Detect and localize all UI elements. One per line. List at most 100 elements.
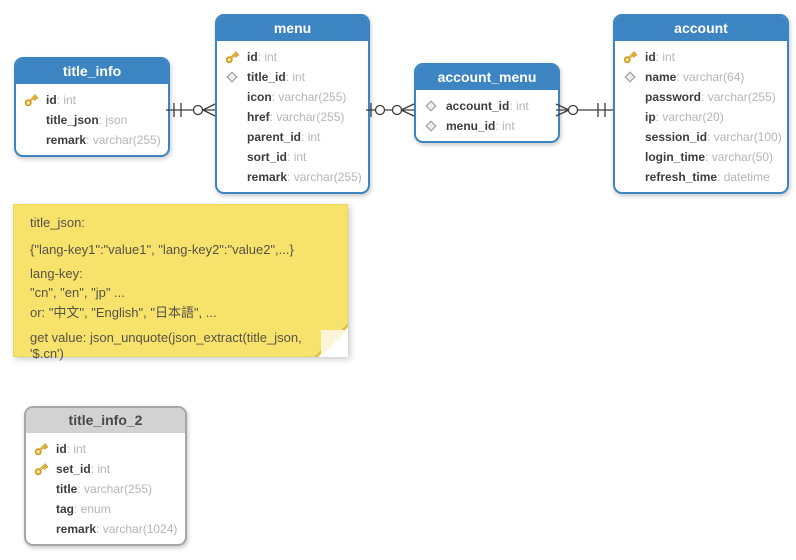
- field-name: remark: [46, 133, 87, 147]
- no-icon: [23, 112, 39, 128]
- field-name: tag: [56, 502, 74, 516]
- sticky-note-text: title_json: {"lang-key1":"value1", "lang…: [14, 205, 347, 362]
- field-name: href: [247, 110, 270, 124]
- field-name: password: [645, 90, 702, 104]
- table-menu-header[interactable]: menu: [217, 16, 368, 43]
- field-name: remark: [247, 170, 288, 184]
- field-name: session_id: [645, 130, 708, 144]
- field-name: login_time: [645, 150, 706, 164]
- table-row[interactable]: remarkvarchar(255): [217, 167, 368, 187]
- no-icon: [33, 481, 49, 497]
- table-row[interactable]: ipvarchar(20): [615, 107, 787, 127]
- note-line: get value: json_unquote(json_extract(tit…: [30, 330, 302, 361]
- table-row[interactable]: remarkvarchar(1024): [26, 519, 185, 539]
- table-row[interactable]: login_timevarchar(50): [615, 147, 787, 167]
- no-icon: [224, 109, 240, 125]
- table-row[interactable]: idint: [26, 439, 185, 459]
- field-name: icon: [247, 90, 272, 104]
- table-row[interactable]: sort_idint: [217, 147, 368, 167]
- field-name: menu_id: [446, 119, 496, 133]
- field-name: parent_id: [247, 130, 302, 144]
- table-menu-body: idint title_idint iconvarchar(255) hrefv…: [217, 43, 368, 192]
- table-row[interactable]: titlevarchar(255): [26, 479, 185, 499]
- field-type: int: [286, 70, 305, 84]
- field-name: id: [247, 50, 258, 64]
- field-name: title_json: [46, 113, 99, 127]
- table-title_info[interactable]: title_info idint title_jsonjson remarkva…: [14, 57, 170, 157]
- table-row[interactable]: account_idint: [416, 96, 558, 116]
- table-row[interactable]: session_idvarchar(100): [615, 127, 787, 147]
- table-row[interactable]: refresh_timedatetime: [615, 167, 787, 187]
- table-row[interactable]: hrefvarchar(255): [217, 107, 368, 127]
- table-account_menu-body: account_idint menu_idint: [416, 92, 558, 141]
- table-title_info_2-header[interactable]: title_info_2: [26, 408, 185, 435]
- no-icon: [622, 149, 638, 165]
- foreign-key-icon: [622, 69, 638, 85]
- no-icon: [622, 109, 638, 125]
- relationship-menu-account_menu[interactable]: [366, 103, 415, 117]
- table-title_info_2[interactable]: title_info_2 idint set_idint titlevarcha…: [24, 406, 187, 546]
- field-name: id: [56, 442, 67, 456]
- no-icon: [622, 169, 638, 185]
- no-icon: [224, 89, 240, 105]
- table-row[interactable]: title_idint: [217, 67, 368, 87]
- field-type: varchar(255): [272, 90, 346, 104]
- no-icon: [33, 521, 49, 537]
- field-name: account_id: [446, 99, 510, 113]
- field-type: datetime: [717, 170, 770, 184]
- table-row[interactable]: idint: [16, 90, 168, 110]
- field-type: int: [509, 99, 529, 113]
- primary-key-icon: [622, 49, 638, 65]
- field-type: json: [99, 113, 127, 127]
- field-name: id: [46, 93, 57, 107]
- relationship-account_menu-account[interactable]: [555, 103, 613, 117]
- foreign-key-icon: [423, 98, 439, 114]
- foreign-key-icon: [423, 118, 439, 134]
- table-row[interactable]: idint: [217, 47, 368, 67]
- note-line: title_json:: [30, 215, 85, 230]
- field-type: enum: [74, 502, 111, 516]
- table-row[interactable]: tagenum: [26, 499, 185, 519]
- table-row[interactable]: idint: [615, 47, 787, 67]
- field-name: title_id: [247, 70, 286, 84]
- field-type: varchar(64): [676, 70, 744, 84]
- table-account_menu-header[interactable]: account_menu: [416, 65, 558, 92]
- field-name: set_id: [56, 462, 91, 476]
- table-row[interactable]: namevarchar(64): [615, 67, 787, 87]
- field-type: int: [287, 150, 307, 164]
- field-type: varchar(255): [77, 482, 152, 496]
- note-line: lang-key:: [30, 266, 83, 281]
- primary-key-icon: [224, 49, 240, 65]
- field-type: varchar(255): [287, 170, 362, 184]
- field-type: varchar(255): [270, 110, 344, 124]
- table-row[interactable]: parent_idint: [217, 127, 368, 147]
- table-row[interactable]: set_idint: [26, 459, 185, 479]
- table-row[interactable]: passwordvarchar(255): [615, 87, 787, 107]
- field-name: refresh_time: [645, 170, 718, 184]
- field-type: int: [495, 119, 515, 133]
- no-icon: [224, 149, 240, 165]
- field-name: sort_id: [247, 150, 288, 164]
- no-icon: [622, 89, 638, 105]
- table-title_info-body: idint title_jsonjson remarkvarchar(255): [16, 86, 168, 155]
- note-line: or: "中文", "English", "日本語", ...: [30, 305, 217, 320]
- relationship-title_info-menu[interactable]: [166, 103, 216, 117]
- primary-key-icon: [23, 92, 39, 108]
- table-title_info-header[interactable]: title_info: [16, 59, 168, 86]
- field-type: varchar(1024): [96, 522, 178, 536]
- table-menu[interactable]: menu idint title_idint iconvarchar(255) …: [215, 14, 370, 194]
- field-type: int: [258, 50, 277, 64]
- no-icon: [33, 501, 49, 517]
- table-row[interactable]: remarkvarchar(255): [16, 130, 168, 150]
- sticky-note[interactable]: title_json: {"lang-key1":"value1", "lang…: [13, 204, 348, 361]
- table-row[interactable]: iconvarchar(255): [217, 87, 368, 107]
- table-row[interactable]: menu_idint: [416, 116, 558, 136]
- no-icon: [224, 129, 240, 145]
- table-row[interactable]: title_jsonjson: [16, 110, 168, 130]
- table-account_menu[interactable]: account_menu account_idint menu_idint: [414, 63, 560, 143]
- note-line: {"lang-key1":"value1", "lang-key2":"valu…: [30, 242, 294, 257]
- table-account[interactable]: account idint namevarchar(64) passwordva…: [613, 14, 789, 194]
- field-type: int: [67, 442, 86, 456]
- field-type: int: [656, 50, 675, 64]
- table-account-header[interactable]: account: [615, 16, 787, 43]
